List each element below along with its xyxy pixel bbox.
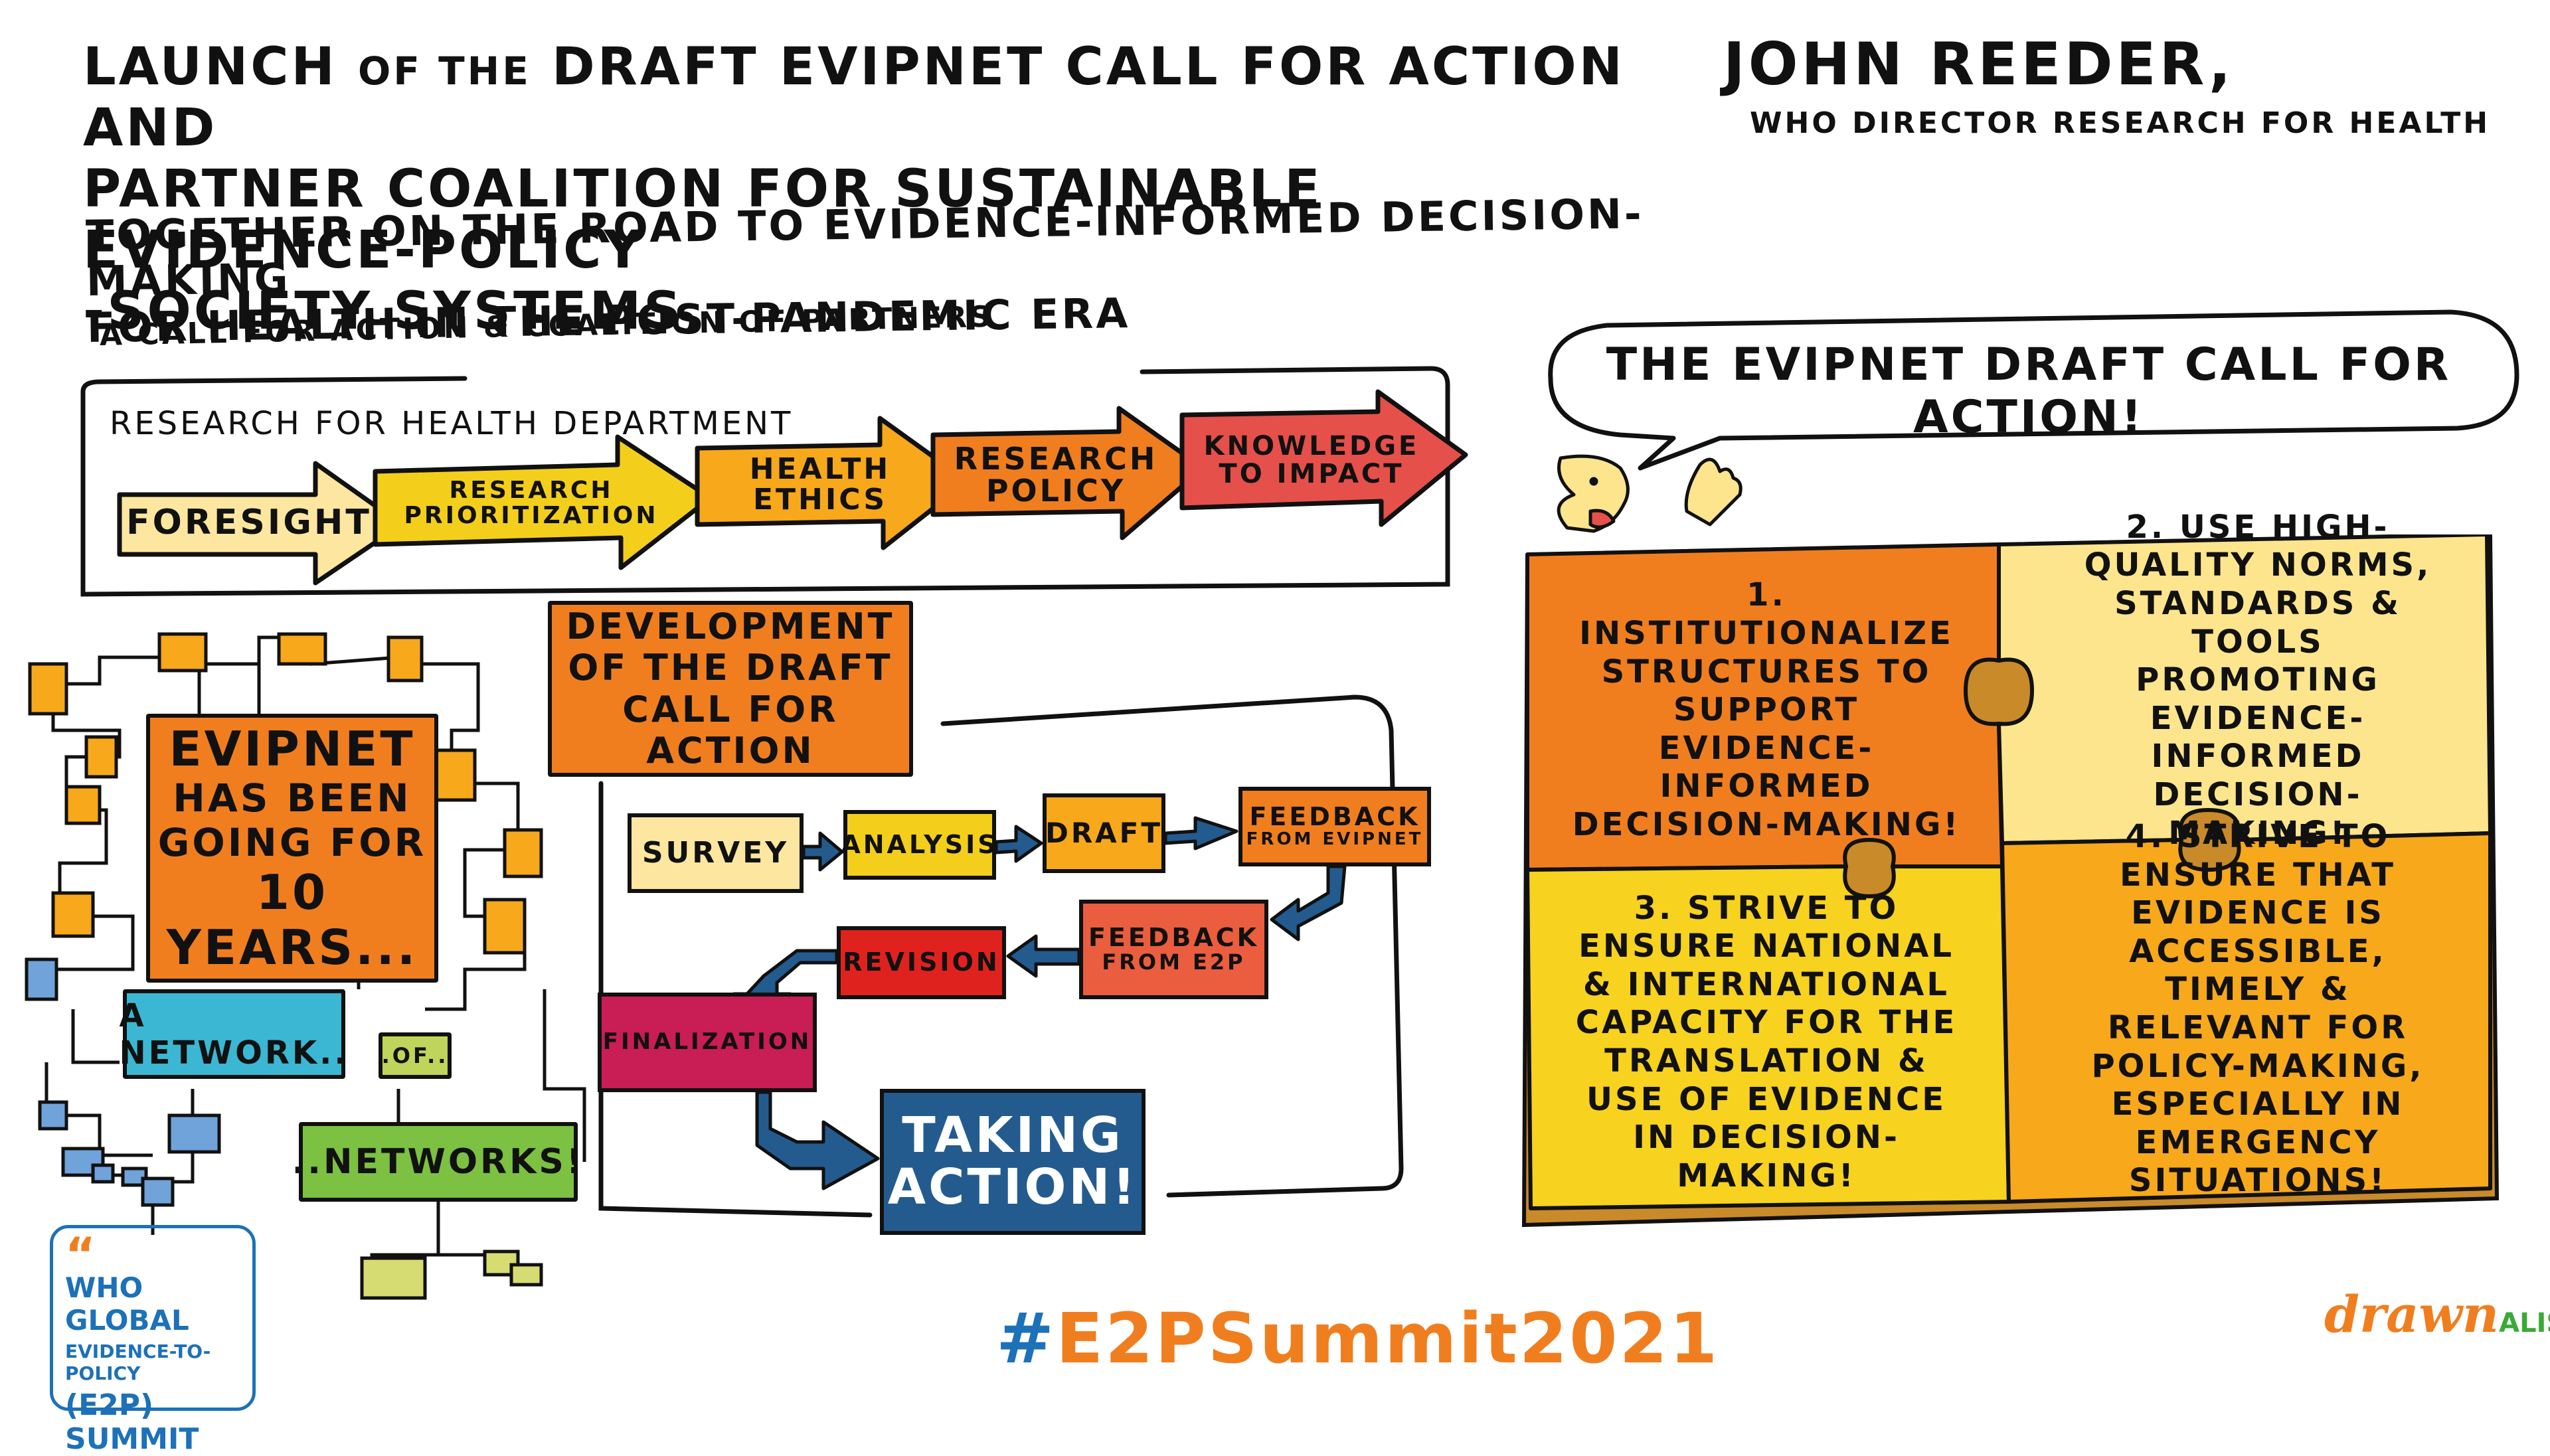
taking-action-line-1: TAKING [902,1107,1124,1165]
arrow-shape [117,461,404,586]
step-survey: SURVEY [628,813,804,893]
development-title-line-2: OF THE DRAFT [568,647,893,689]
speaker-name: JOHN REEDER, [1723,30,2235,98]
arrow-label-knowledge-to-impact: KNOWLEDGE TO IMPACT [1203,430,1420,489]
department-label: RESEARCH FOR HEALTH DEPARTMENT [110,405,794,442]
arrow-foresight: FORESIGHT [116,458,408,588]
hashtag-text: E2PSummit2021 [1056,1298,1720,1379]
hashtag-symbol: # [996,1298,1057,1379]
speaker-role: WHO DIRECTOR RESEARCH FOR HEALTH [1750,106,2491,140]
feedback-evipnet-line-1: FEEDBACK [1249,802,1420,832]
title-line-3: -SOCIETY SYSTEMS [83,282,684,342]
arrow-label-health-ethics: HEALTH ETHICS [749,451,891,517]
evipnet-line-1: EVIPNET [169,720,416,777]
summit-logo: “ WHO GLOBAL EVIDENCE-TO-POLICY (E2P) SU… [50,1225,256,1456]
puzzle-board [1521,534,2500,1228]
arrow-research-policy: RESEARCH POLICY [930,405,1209,544]
logo-line-1: WHO GLOBAL [65,1271,189,1336]
summit-hashtag: #E2PSummit2021 [996,1298,1719,1379]
logo-line-3: (E2P) SUMMIT [65,1388,199,1456]
artist-signature: drawnALISM [2324,1285,2550,1344]
arrow-knowledge-to-impact: KNOWLEDGE TO IMPACT [1179,388,1471,531]
arrow-shape [930,406,1206,540]
feedback-e2p-line-1: FEEDBACK [1088,923,1260,953]
feedback-evipnet-line-2: FROM EVIPNET [1246,829,1424,850]
logo-line-2: EVIDENCE-TO-POLICY [65,1340,211,1384]
networks-box: ..NETWORKS! [292,1122,582,1202]
development-title-line-3: CALL FOR ACTION [622,688,839,771]
puzzle-piece-1: 1. INSTITUTIONALIZE STRUCTURES TO SUPPOR… [1572,576,1961,843]
signature-part-2: ALISM [2499,1308,2550,1338]
title-line-1-rest: DRAFT EVIPNET CALL FOR ACTION AND [83,37,1625,159]
evipnet-line-4: 10 YEARS... [166,864,418,975]
evipnet-line-3: GOING FOR [157,820,427,866]
arrow-health-ethics: HEALTH ETHICS [694,415,973,554]
signature-part-1: drawn [2324,1285,2500,1344]
puzzle-piece-2: 2. USE HIGH-QUALITY NORMS, STANDARDS & T… [2084,508,2432,852]
evipnet-box: EVIPNET HAS BEEN GOING FOR 10 YEARS... [146,714,438,983]
step-revision: REVISION [837,926,1006,999]
arrow-shape [373,434,713,570]
title-word-of-the: OF THE [357,48,531,94]
title-line-2: PARTNER COALITION FOR SUSTAINABLE EVIDEN… [83,159,1323,281]
network-box: A NETWORK.. [119,989,347,1079]
speaker-block: JOHN REEDER, WHO DIRECTOR RESEARCH FOR H… [1723,30,2520,140]
arrow-shape [695,416,970,550]
evipnet-line-2: HAS BEEN [173,775,412,821]
puzzle-piece-3: 3. STRIVE TO ENSURE NATIONAL & INTERNATI… [1575,889,1958,1194]
title-word-launch: LAUNCH [83,37,337,97]
step-finalization: FINALIZATION [598,993,817,1092]
arrow-shape [1179,389,1468,527]
speech-bubble-text: THE EVIPNET DRAFT CALL FOR ACTION! [1606,339,2452,444]
of-box: .OF.. [379,1032,452,1079]
taking-action-line-2: ACTION! [887,1159,1138,1216]
arrow-label-research-prioritization: RESEARCH PRIORITIZATION [404,476,659,529]
feedback-e2p-line-2: FROM E2P [1102,949,1246,975]
arrow-label-foresight: FORESIGHT [126,503,372,543]
puzzle-piece-4: 4. STRIVE TO ENSURE THAT EVIDENCE IS ACC… [2091,818,2424,1199]
step-draft: DRAFT [1043,793,1165,873]
arrow-research-prioritization: RESEARCH PRIORITIZATION [372,432,717,574]
development-title-box: DEVELOPMENT OF THE DRAFT CALL FOR ACTION [548,601,913,777]
title-line-1: LAUNCH OF THE DRAFT EVIPNET CALL FOR ACT… [83,37,1630,159]
logo-quote-mark: “ [65,1228,96,1282]
step-analysis: ANALYSIS [841,810,996,880]
development-title-line-1: DEVELOPMENT [566,606,895,648]
arrow-label-research-policy: RESEARCH POLICY [954,440,1158,509]
page-title: LAUNCH OF THE DRAFT EVIPNET CALL FOR ACT… [83,37,1630,342]
